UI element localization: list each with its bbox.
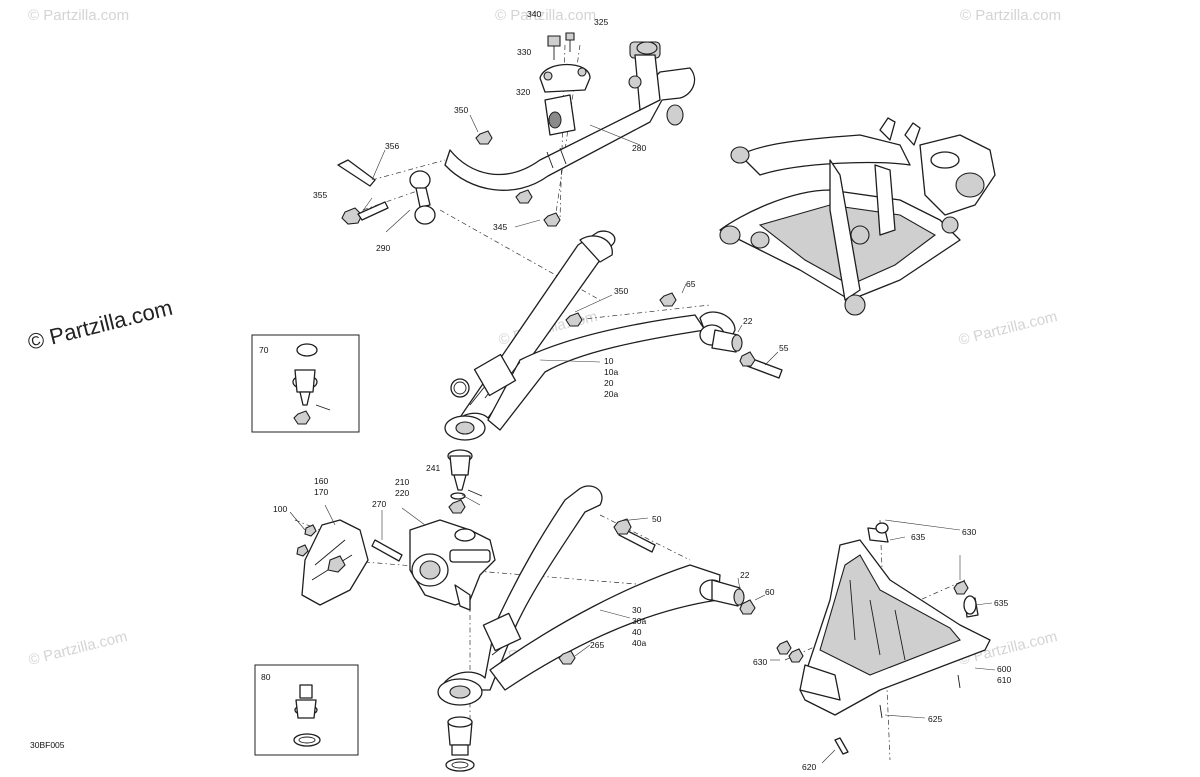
callout-70: 70 (259, 345, 269, 355)
callout-350: 350 (454, 105, 468, 115)
callout-40: 40 (632, 627, 642, 637)
callout-65: 65 (686, 279, 696, 289)
link-rod (337, 159, 436, 225)
callout-10a: 10a (604, 367, 618, 377)
callout-20a: 20a (604, 389, 618, 399)
stabilizer-bar (444, 32, 696, 227)
watermark: © Partzilla.com (28, 7, 129, 24)
callout-160: 160 (314, 476, 328, 486)
callout-600: 600 (997, 664, 1011, 674)
callout-170: 170 (314, 487, 328, 497)
callout-20: 20 (604, 378, 614, 388)
callout-290: 290 (376, 243, 390, 253)
inset-box-70 (251, 334, 360, 433)
callout-22-lower: 22 (740, 570, 750, 580)
callout-241: 241 (426, 463, 440, 473)
callout-30: 30 (632, 605, 642, 615)
callout-630-top: 630 (962, 527, 976, 537)
callout-270: 270 (372, 499, 386, 509)
callout-280: 280 (632, 143, 646, 153)
callout-55: 55 (779, 343, 789, 353)
steering-knuckle (371, 519, 496, 611)
callout-320: 320 (516, 87, 530, 97)
callout-100: 100 (273, 504, 287, 514)
callout-610: 610 (997, 675, 1011, 685)
assembled-overview (719, 117, 996, 316)
watermark: © Partzilla.com (960, 7, 1061, 24)
watermark: © Partzilla.com (495, 7, 596, 24)
callout-60: 60 (765, 587, 775, 597)
callout-620: 620 (802, 762, 816, 772)
callout-labels: 340 325 330 320 350 356 280 355 345 290 … (30, 9, 1011, 772)
callout-630-left: 630 (753, 657, 767, 667)
callout-50: 50 (652, 514, 662, 524)
lower-a-arm (437, 485, 756, 706)
ball-joint-lower (445, 716, 475, 772)
callout-635-right: 635 (994, 598, 1008, 608)
callout-22-upper: 22 (743, 316, 753, 326)
inset-box-80 (254, 664, 359, 756)
callout-325: 325 (594, 17, 608, 27)
watermark-main: © Partzilla.com (25, 295, 175, 355)
ball-joint-upper (447, 449, 483, 514)
callout-350-arm: 350 (614, 286, 628, 296)
callout-625: 625 (928, 714, 942, 724)
callout-265: 265 (590, 640, 604, 650)
callout-220: 220 (395, 488, 409, 498)
callout-330: 330 (517, 47, 531, 57)
callout-355: 355 (313, 190, 327, 200)
callout-340: 340 (527, 9, 541, 19)
callout-635-top: 635 (911, 532, 925, 542)
upper-a-arm (444, 230, 783, 441)
callout-80: 80 (261, 672, 271, 682)
callout-10: 10 (604, 356, 614, 366)
callout-210: 210 (395, 477, 409, 487)
brake-shield (296, 519, 369, 606)
callout-356: 356 (385, 141, 399, 151)
watermark: © Partzilla.com (957, 308, 1059, 349)
callout-345: 345 (493, 222, 507, 232)
callout-30a: 30a (632, 616, 646, 626)
callout-40a: 40a (632, 638, 646, 648)
leader-lines (289, 114, 996, 764)
skid-plate (776, 522, 991, 755)
diagram-code: 30BF005 (30, 740, 65, 750)
watermark: © Partzilla.com (27, 628, 129, 669)
